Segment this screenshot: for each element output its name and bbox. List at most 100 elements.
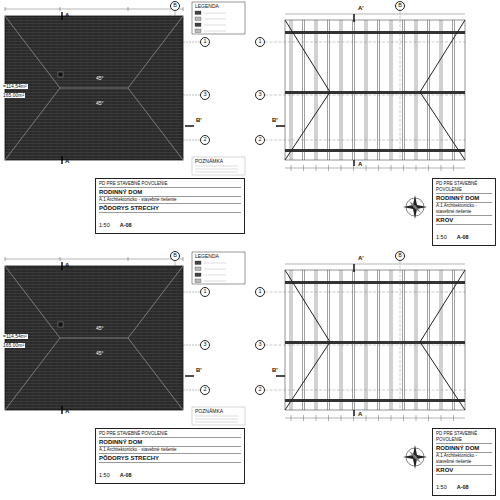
dimension-line	[285, 14, 465, 15]
legend-line	[204, 19, 226, 20]
grid-bubble: 2	[255, 135, 265, 145]
dimension-tick	[5, 257, 6, 261]
hip-rafter	[420, 342, 465, 410]
section-mark	[353, 264, 354, 272]
title-block-text: RODINNÝ DOM	[436, 194, 492, 203]
section-mark	[185, 125, 194, 126]
title-block-text: PÔDORYS STRECHY	[99, 204, 241, 213]
drawing-note: POZNÁMKA	[195, 409, 223, 414]
title-block-text: A-08	[120, 222, 132, 229]
section-label: B'	[272, 117, 278, 123]
grid-bubble: 2	[200, 385, 210, 395]
title-block-text: A.1 Architektonicko - stavebné riešenie	[99, 197, 241, 204]
rafter	[440, 270, 441, 410]
section-label: B'	[196, 117, 202, 123]
note-frame	[192, 407, 245, 425]
purlin-beam	[285, 149, 465, 152]
dimension-line	[285, 418, 465, 419]
roof-outline	[285, 270, 465, 410]
roof-plan	[5, 16, 183, 160]
dimension-tick	[5, 7, 6, 11]
rafter	[367, 20, 368, 160]
rafter	[379, 20, 380, 160]
rafter	[354, 20, 355, 160]
rafter	[427, 20, 428, 160]
note-line	[195, 169, 238, 170]
compass-star	[403, 195, 427, 219]
section-label: A'	[358, 5, 364, 11]
legend-line	[204, 269, 226, 270]
grid-line	[400, 261, 401, 410]
chimney	[58, 322, 63, 327]
drawing-note: 45°	[96, 351, 104, 356]
rafter	[340, 270, 341, 410]
grid-line	[175, 261, 176, 266]
title-block-text: A-08	[120, 472, 132, 479]
dimension-tick	[60, 257, 61, 261]
ridge-line	[60, 338, 128, 339]
legend-line	[204, 263, 226, 264]
purlin-beam	[285, 91, 465, 94]
section-label: B'	[272, 367, 278, 373]
section-mark	[61, 12, 62, 20]
roof-plan	[5, 266, 183, 410]
title-block-text: RODINNÝ DOM	[99, 438, 241, 447]
rafter	[365, 20, 366, 160]
grid-line	[265, 345, 465, 346]
hip-rafter	[285, 20, 330, 92]
drawing-note: 45°	[96, 101, 104, 106]
drawing-note: 45°	[96, 76, 104, 81]
title-block: PD PRE STAVEBNÉ POVOLENIERODINNÝ DOMA.1 …	[95, 178, 245, 234]
rafter	[379, 270, 380, 410]
rafter	[427, 270, 428, 410]
dimension-tick	[60, 7, 61, 11]
rafter	[317, 20, 318, 160]
grid-bubble: 1	[200, 37, 210, 47]
section-mark	[185, 375, 194, 376]
section-label: A	[65, 408, 69, 414]
grid-label: 2	[203, 387, 206, 393]
section-mark	[353, 14, 354, 22]
grid-bubble: B	[170, 251, 180, 261]
legend-sample	[195, 267, 201, 271]
rafter	[415, 20, 416, 160]
rafter	[402, 20, 403, 160]
title-block-text: A.1 Architektonicko - stavebné riešenie	[436, 203, 492, 216]
note-frame	[192, 157, 245, 175]
grid-bubble: 1	[255, 37, 265, 47]
dimension-tick	[128, 7, 129, 11]
rafter	[317, 270, 318, 410]
rafter	[302, 270, 303, 410]
title-block-text: A.1 Architektonicko - stavebné riešenie	[436, 453, 492, 466]
rafter	[392, 270, 393, 410]
grid-label: B	[173, 253, 177, 259]
drawing-note: LEGENDA	[195, 254, 219, 259]
hip-rafter	[285, 342, 330, 410]
ridge-line	[60, 88, 128, 89]
grid-label: 1	[258, 39, 261, 45]
rafter	[292, 20, 293, 160]
legend-frame	[192, 2, 245, 34]
dimension-line	[285, 168, 465, 169]
section-label: A	[65, 158, 69, 164]
rafter	[404, 270, 405, 410]
purlin-beam	[285, 399, 465, 402]
rafter	[429, 270, 430, 410]
compass-star	[409, 451, 421, 463]
grid-label: 3	[258, 342, 261, 348]
legend-sample	[195, 23, 201, 27]
drawing-note: 45°	[96, 326, 104, 331]
rafter	[392, 20, 393, 160]
grid-label: 3	[203, 342, 206, 348]
section-label: A	[65, 262, 69, 268]
grid-line	[265, 42, 465, 43]
title-block-text: A-08	[457, 484, 469, 491]
title-block-text: KROV	[436, 466, 492, 475]
section-mark	[276, 375, 285, 376]
grid-label: B	[173, 3, 177, 9]
section-mark	[61, 262, 62, 270]
rafter	[390, 20, 391, 160]
grid-bubble: 3	[200, 340, 210, 350]
hip-line	[5, 338, 60, 410]
